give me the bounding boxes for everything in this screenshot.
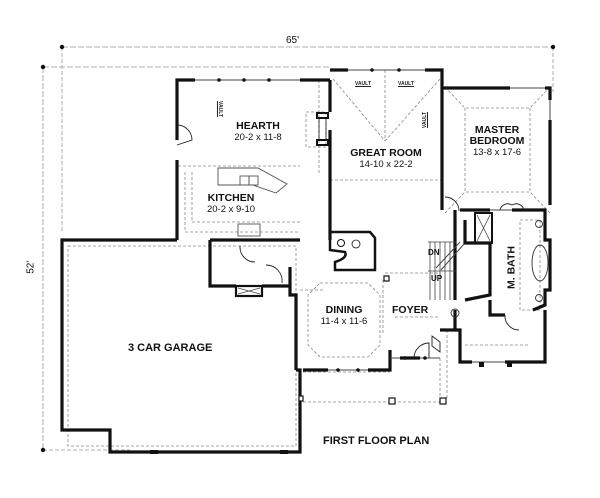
room-hearth-size: 20-2 x 11-8 — [234, 132, 282, 144]
closet-x — [237, 214, 491, 295]
door-swings — [176, 124, 525, 359]
room-master-bedroom-line1: MASTER — [474, 124, 520, 136]
overall-depth-label: 52' — [25, 260, 37, 274]
vault-label-great-room-side: VAULT — [421, 112, 428, 128]
dimension-lines — [42, 46, 554, 451]
room-great-room-size: 14-10 x 22-2 — [359, 159, 413, 171]
powder-room — [328, 230, 377, 272]
fireplace — [316, 112, 329, 146]
room-master-bath: M. BATH — [505, 246, 518, 289]
stairs-up-label: UP — [431, 274, 443, 283]
window-dots — [217, 68, 427, 372]
room-dining-size: 11-4 x 11-6 — [320, 316, 368, 328]
plan-title: FIRST FLOOR PLAN — [323, 435, 430, 447]
room-kitchen: KITCHEN 20-2 x 9-10 — [198, 192, 264, 216]
room-kitchen-size: 20-2 x 9-10 — [206, 204, 256, 216]
room-hearth: HEARTH 20-2 x 11-8 — [228, 120, 288, 144]
stairs-down-label: DN — [428, 248, 440, 257]
room-great-room: GREAT ROOM 14-10 x 22-2 — [340, 147, 432, 171]
bathtub — [450, 220, 549, 318]
room-great-room-name: GREAT ROOM — [350, 147, 422, 159]
overall-width-label: 65' — [286, 35, 300, 46]
room-dining-name: DINING — [325, 304, 363, 316]
porch-columns — [298, 275, 447, 405]
room-foyer: FOYER — [392, 304, 429, 316]
room-master-bedroom: MASTER BEDROOM 13-8 x 17-6 — [462, 124, 532, 159]
window-lines — [195, 69, 551, 371]
room-master-bedroom-size: 13-8 x 17-6 — [472, 147, 522, 159]
stairs — [428, 241, 465, 300]
dimension-dots — [40, 44, 556, 453]
room-hearth-name: HEARTH — [236, 120, 280, 132]
wall-footings — [150, 362, 512, 454]
room-dining: DINING 11-4 x 11-6 — [312, 304, 376, 328]
room-kitchen-name: KITCHEN — [207, 192, 255, 204]
room-master-bedroom-line2: BEDROOM — [469, 135, 525, 148]
kitchen-island — [217, 167, 288, 237]
room-garage: 3 CAR GARAGE — [128, 342, 213, 354]
vault-label-hearth: VAULT — [216, 101, 223, 117]
vault-label-great-room-left: VAULT — [355, 81, 371, 87]
exterior-walls — [60, 68, 552, 454]
vault-label-great-room-right: VAULT — [398, 81, 414, 87]
